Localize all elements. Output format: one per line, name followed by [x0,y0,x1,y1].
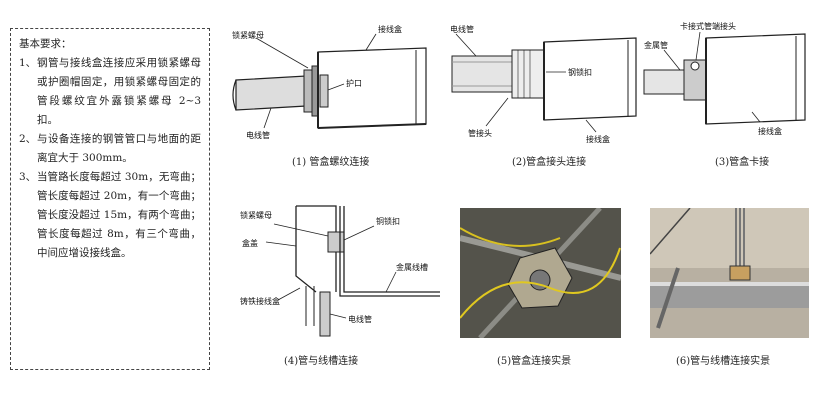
requirement-item: 2、 与设备连接的钢管管口与地面的距离宜大于 300mm。 [19,130,201,168]
requirements-box: 基本要求： 1、 钢管与接线盒连接应采用锁紧螺母或护圈帽固定，用锁紧螺母固定的管… [10,28,210,370]
requirement-text: 当管路长度每超过 30m，无弯曲；管长度每超过 20m，有一个弯曲；管长度没超过… [37,171,201,259]
caption-diagram-3: (3)管盒卡接 [715,157,770,168]
requirement-number: 3、 [19,171,37,183]
label-guard: 护口 [346,78,362,88]
label-clamp: 卡接式管端接头 [680,21,736,31]
requirement-number: 2、 [19,133,37,145]
label-joint: 管接头 [468,128,492,138]
label-cover: 盒盖 [242,238,258,248]
caption-diagram-1: (1) 管盒螺纹连接 [292,157,370,168]
label-lockbuckle: 铜锁扣 [376,216,400,226]
requirement-text: 钢管与接线盒连接应采用锁紧螺母或护圈帽固定，用锁紧螺母固定的管段螺纹宜外露锁紧螺… [37,57,201,126]
label-conduit: 电线管 [450,24,474,34]
label-box: 接线盒 [378,24,402,34]
label-locknut: 锁紧螺母 [240,210,272,220]
requirement-text: 与设备连接的钢管管口与地面的距离宜大于 300mm。 [37,133,201,164]
diagram-pipe-trunking: 锁紧螺母 铜锁扣 盒盖 金属线槽 铸铁接线盒 电线管 [240,205,440,337]
photo-trunk-connection [650,208,809,338]
label-box: 接线盒 [586,134,610,144]
caption-photo-6: (6)管与线槽连接实景 [676,356,771,367]
diagram-thread-connection: 锁紧螺母 接线盒 护口 电线管 [232,24,427,140]
label-metal-pipe: 金属管 [644,40,668,50]
label-castbox: 铸铁接线盒 [240,296,280,306]
requirements-title: 基本要求： [19,38,72,50]
label-box: 接线盒 [758,126,782,136]
label-trunk: 金属线槽 [396,262,428,272]
diagram-clamp-connection: 卡接式管端接头 金属管 接线盒 [643,21,806,136]
label-locknut: 锁紧螺母 [232,30,264,40]
photo-box-connection [460,208,621,338]
label-conduit: 电线管 [246,130,270,140]
caption-diagram-2: (2)管盒接头连接 [512,157,587,168]
requirement-item: 3、 当管路长度每超过 30m，无弯曲；管长度每超过 20m，有一个弯曲；管长度… [19,168,201,263]
caption-diagram-4: (4)管与线槽连接 [284,356,359,367]
label-conduit: 电线管 [348,314,372,324]
requirement-item: 1、 钢管与接线盒连接应采用锁紧螺母或护圈帽固定，用锁紧螺母固定的管段螺纹宜外露… [19,54,201,130]
requirement-number: 1、 [19,57,37,69]
label-lockbuckle: 钢锁扣 [568,67,592,77]
caption-photo-5: (5)管盒连接实景 [497,356,572,367]
diagram-joint-connection: 电线管 钢锁扣 管接头 接线盒 [450,24,637,144]
